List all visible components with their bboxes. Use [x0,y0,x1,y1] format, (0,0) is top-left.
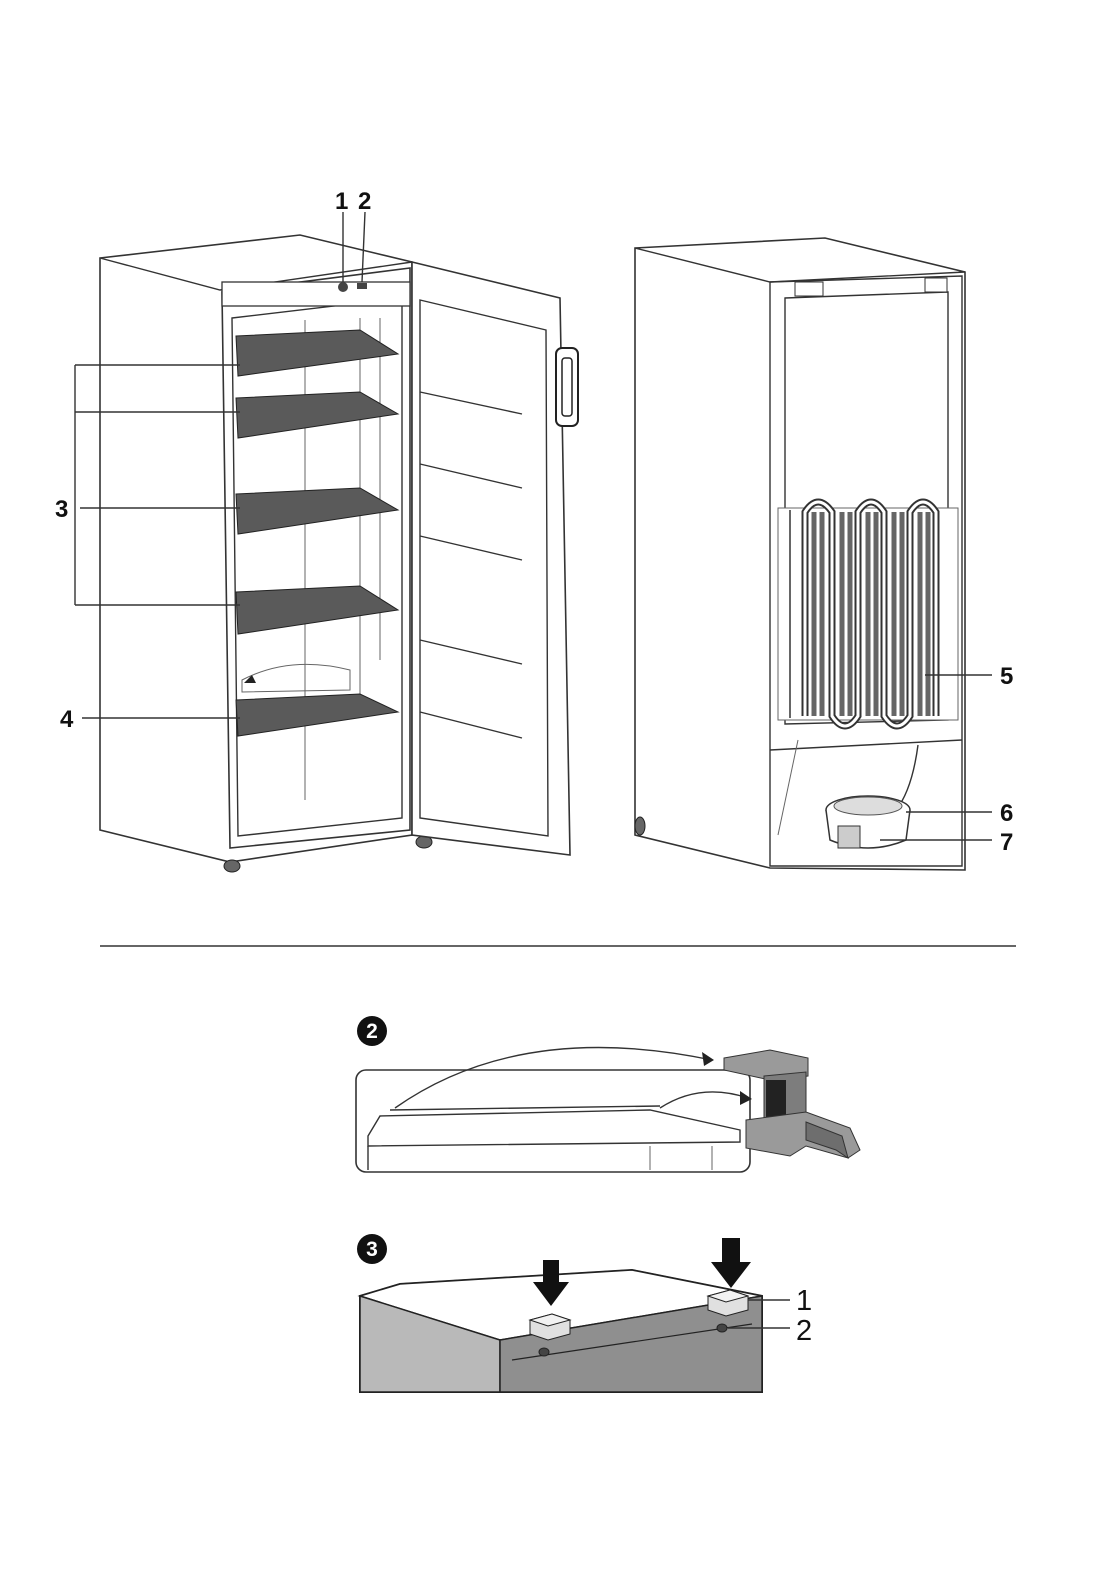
step3-callout-1: 1 [796,1285,812,1317]
mounting-hole [717,1324,727,1332]
callout-6: 6 [1000,800,1013,827]
mounting-hole [539,1348,549,1356]
callout-3: 3 [55,496,68,523]
callout-4: 4 [60,706,74,733]
step-3-illustration: 3 1 2 [357,1234,812,1392]
callout-7: 7 [1000,829,1013,856]
svg-text:2: 2 [366,1020,378,1043]
relay-box [838,826,860,848]
svg-text:3: 3 [366,1238,378,1261]
open-door [412,262,578,855]
detail-frame [356,1070,750,1172]
step3-callout-2: 2 [796,1315,812,1347]
callout-1: 1 [335,188,348,215]
wall-spacer-left [530,1314,570,1340]
fridge-rear-view: 5 6 7 [635,238,1013,870]
wall-spacer-right [708,1290,748,1316]
down-arrow-icon [711,1238,751,1288]
indicator-light [357,283,367,289]
step-2-illustration: 2 [356,1016,860,1172]
callout-5: 5 [1000,663,1013,690]
adjustable-foot [224,860,240,872]
thermostat-knob [338,282,348,292]
condenser-coil [778,502,958,726]
fridge-front-open-view: 1 2 3 4 [55,188,578,872]
door-handle [556,348,578,426]
callout-2: 2 [358,188,371,215]
